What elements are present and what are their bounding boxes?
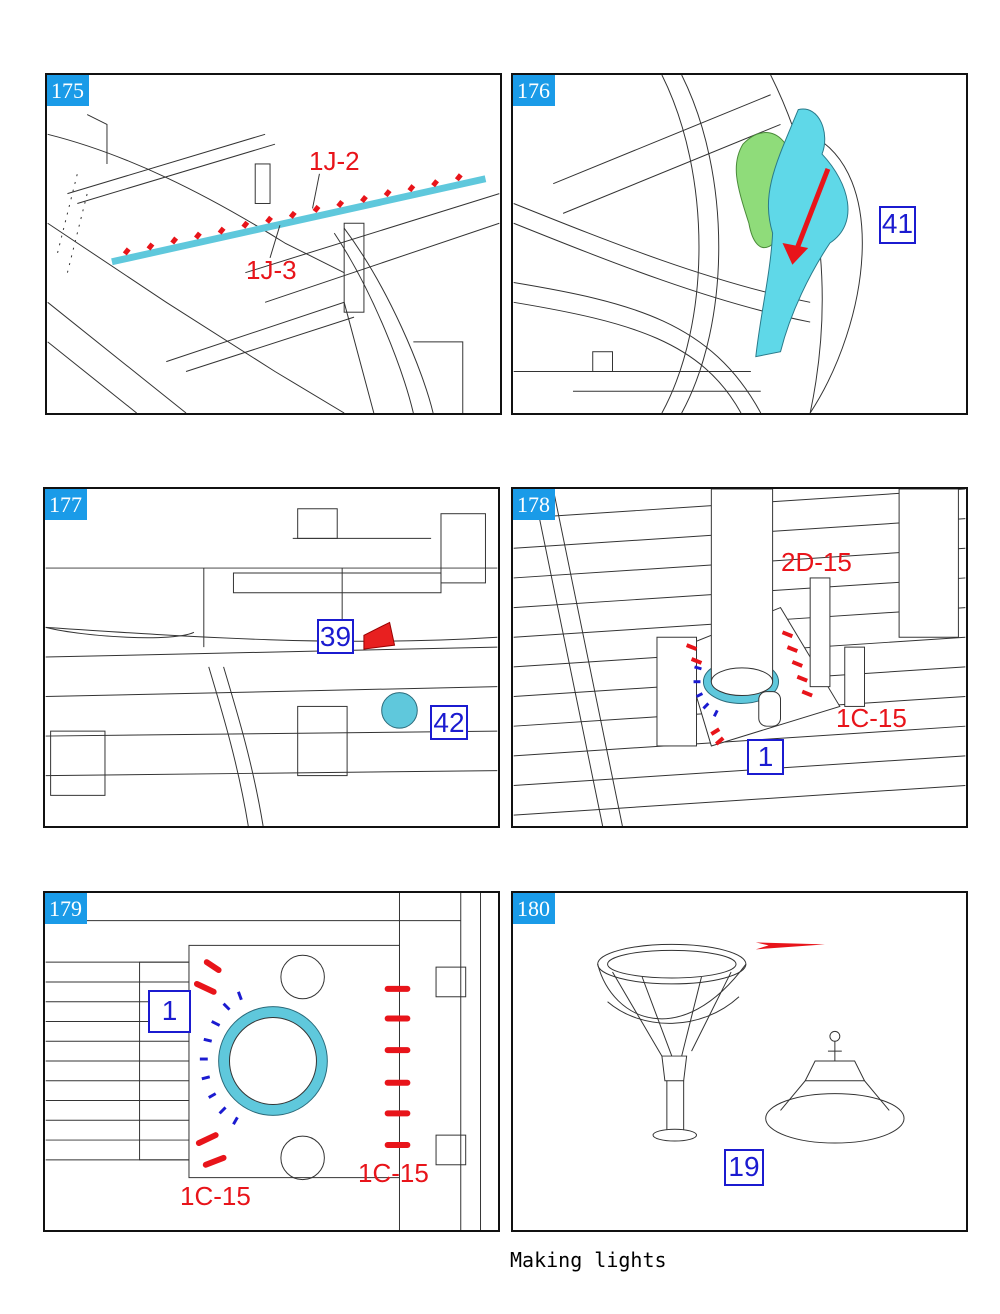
part-label-1c-15-left: 1C-15 xyxy=(180,1181,251,1211)
figurehead-illustration xyxy=(513,75,863,413)
part-label-1j-2: 1J-2 xyxy=(309,146,360,176)
part-label-1j-3: 1J-3 xyxy=(246,255,297,285)
part-label-2d-15: 2D-15 xyxy=(781,547,852,577)
step-number: 178 xyxy=(513,489,555,520)
part-box-39: 39 xyxy=(317,619,354,654)
mast-deck-illustration xyxy=(513,489,966,826)
part-label-1c-15-right: 1C-15 xyxy=(358,1158,429,1188)
page-caption: Making lights xyxy=(510,1248,667,1272)
part-box-41: 41 xyxy=(879,206,916,244)
step-177-panel: 177 39 42 xyxy=(43,487,500,828)
part-label-1c-15: 1C-15 xyxy=(836,703,907,733)
mast-partner-plan-illustration xyxy=(45,893,482,1230)
lantern-illustration xyxy=(597,942,905,1144)
step-number: 177 xyxy=(45,489,87,520)
step-175-panel: 175 1J-2 1J-3 xyxy=(45,73,502,415)
step-180-panel: 180 19 xyxy=(511,891,968,1232)
part-box-1: 1 xyxy=(747,739,784,775)
step-179-panel: 179 1 1C-15 1C-15 xyxy=(43,891,500,1232)
step-number: 176 xyxy=(513,75,555,106)
step-number: 180 xyxy=(513,893,555,924)
stern-gallery-illustration xyxy=(45,508,498,826)
part-box-42: 42 xyxy=(430,705,468,740)
step-178-panel: 178 2D-15 1C-15 1 xyxy=(511,487,968,828)
part-box-19: 19 xyxy=(724,1149,764,1186)
bowsprit-illustration xyxy=(47,114,500,413)
step-176-panel: 176 41 xyxy=(511,73,968,415)
step-number: 175 xyxy=(47,75,89,106)
part-box-1: 1 xyxy=(148,990,191,1033)
step-number: 179 xyxy=(45,893,87,924)
